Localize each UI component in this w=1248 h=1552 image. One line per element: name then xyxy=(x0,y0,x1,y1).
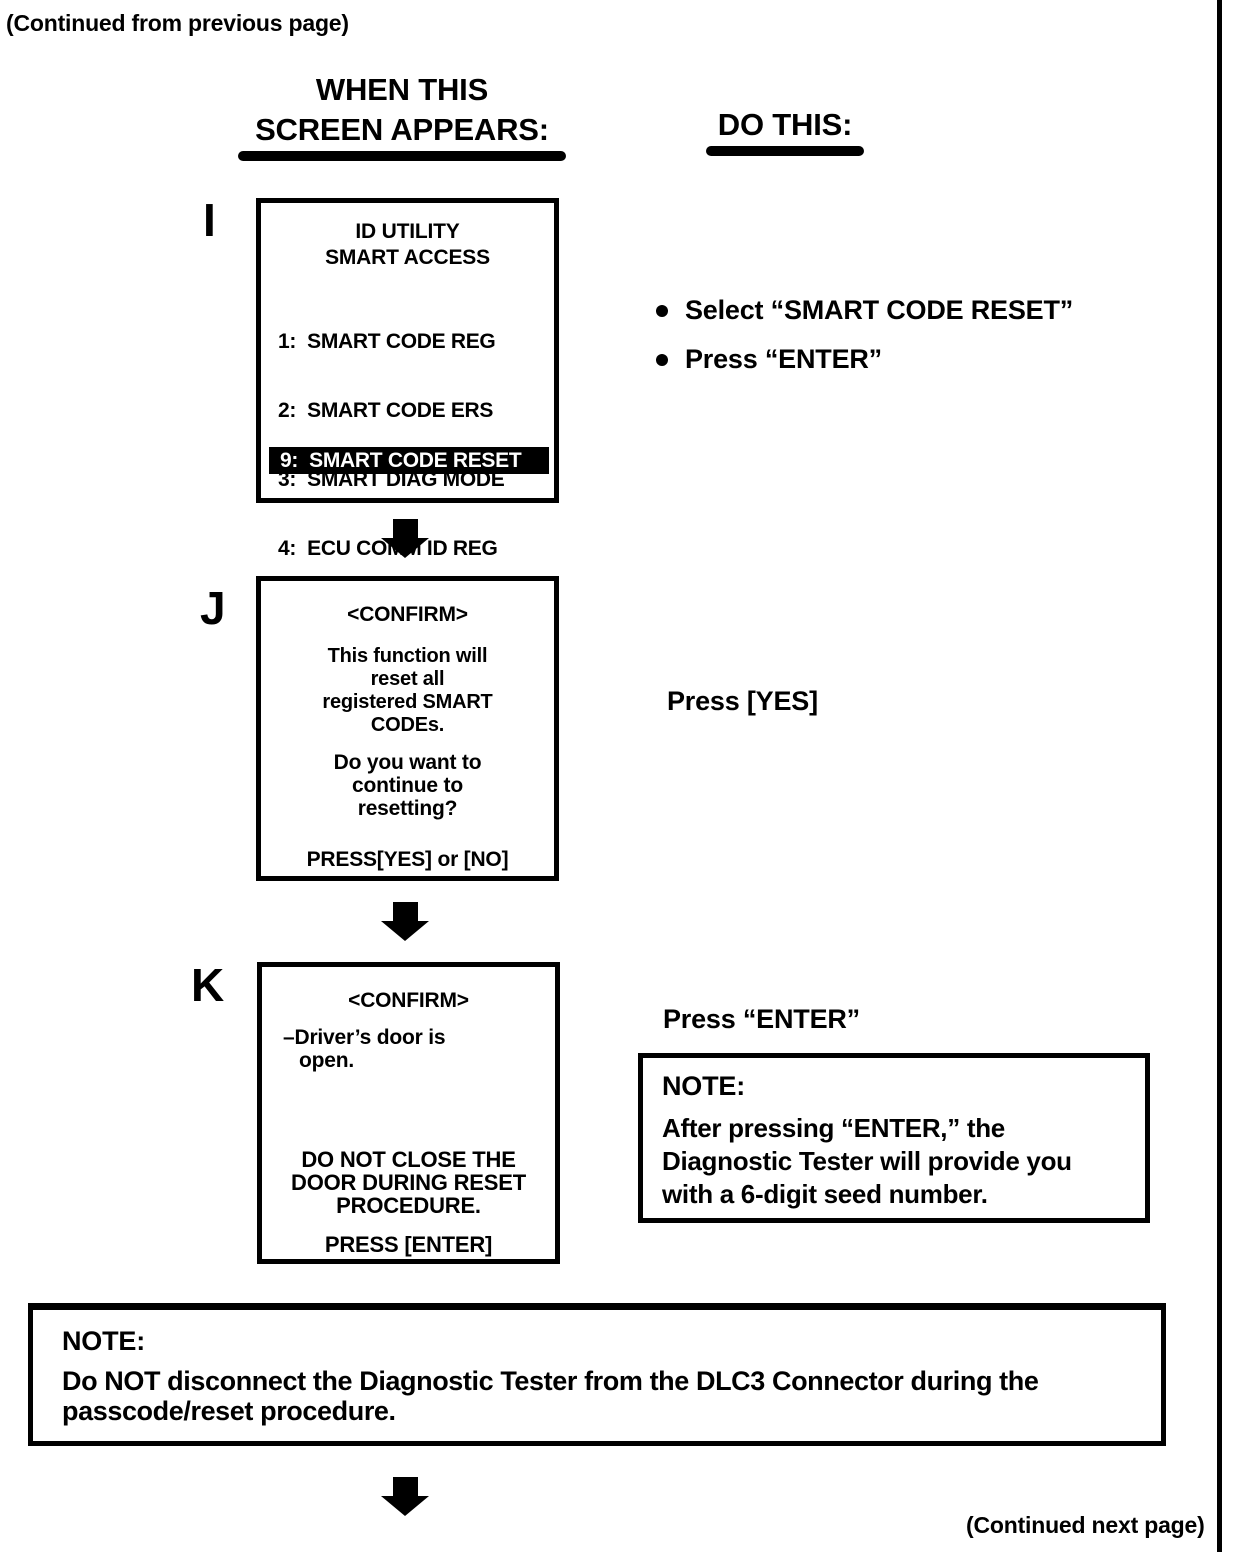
step-label-j: J xyxy=(200,582,226,634)
screen-footer: PRESS[YES] or [NO] xyxy=(306,848,509,871)
step-label-i: I xyxy=(203,194,216,246)
instruction-press-enter: Press “ENTER” xyxy=(663,1004,860,1034)
instruction-text: Press “ENTER” xyxy=(685,344,882,374)
question-line: resetting? xyxy=(357,797,458,820)
continued-next-label: (Continued next page) xyxy=(966,1512,1205,1538)
header-line: DO THIS: xyxy=(717,107,853,142)
menu-item: 2: SMART CODE ERS xyxy=(278,399,494,422)
step-i-instructions: Select “SMART CODE RESET” Press “ENTER” xyxy=(656,294,1073,392)
highlighted-menu-item: 9: SMART CODE RESET xyxy=(269,447,549,474)
instruction-text: Select “SMART CODE RESET” xyxy=(685,295,1074,325)
down-arrow-icon xyxy=(381,519,429,558)
note-title: NOTE: xyxy=(662,1071,745,1101)
warning-line: PROCEDURE. xyxy=(336,1193,481,1218)
header-line: WHEN THIS xyxy=(315,72,489,107)
note-box-seed-number: NOTE: After pressing “ENTER,” the Diagno… xyxy=(638,1053,1150,1223)
note-box-do-not-disconnect: NOTE: Do NOT disconnect the Diagnostic T… xyxy=(28,1303,1166,1446)
door-status-message: –Driver’s door is open. xyxy=(262,1026,555,1072)
question-line: Do you want to xyxy=(333,751,482,774)
menu-item: 1: SMART CODE REG xyxy=(278,330,496,353)
note-line: Diagnostic Tester will provide you xyxy=(662,1146,1072,1176)
instruction-bullet: Select “SMART CODE RESET” xyxy=(656,294,1073,327)
confirm-heading: <CONFIRM> xyxy=(347,603,468,626)
step-label-k: K xyxy=(191,959,225,1011)
header-line: SCREEN APPEARS: xyxy=(255,112,549,147)
note-line: with a 6-digit seed number. xyxy=(662,1179,988,1209)
down-arrow-icon xyxy=(381,1477,429,1516)
instruction-bullet: Press “ENTER” xyxy=(656,343,1073,376)
screen-title-line: ID UTILITY xyxy=(355,220,460,243)
bullet-icon xyxy=(656,305,668,317)
message-line: CODEs. xyxy=(370,714,445,736)
message-line: This function will xyxy=(327,645,488,667)
note-title: NOTE: xyxy=(62,1326,145,1356)
continued-from-label: (Continued from previous page) xyxy=(6,10,349,36)
header-underline xyxy=(238,151,566,161)
page-edge-line xyxy=(1217,0,1222,1552)
column-header-when-this-screen: WHEN THIS SCREEN APPEARS: xyxy=(238,70,566,161)
note-body: After pressing “ENTER,” the Diagnostic T… xyxy=(662,1112,1137,1211)
screen-message: This function will reset all registered … xyxy=(261,645,554,737)
screen-question: Do you want to continue to resetting? xyxy=(261,751,554,820)
confirm-heading: <CONFIRM> xyxy=(348,989,469,1012)
warning-line: DOOR DURING RESET xyxy=(291,1170,526,1195)
note-body: Do NOT disconnect the Diagnostic Tester … xyxy=(62,1366,1161,1426)
tester-screen-i: ID UTILITY SMART ACCESS 1: SMART CODE RE… xyxy=(256,198,559,560)
note-line: passcode/reset procedure. xyxy=(62,1396,396,1426)
message-line: registered SMART xyxy=(322,691,493,713)
note-line: After pressing “ENTER,” the xyxy=(662,1113,1005,1143)
instruction-press-yes: Press [YES] xyxy=(667,686,818,716)
column-header-do-this: DO THIS: xyxy=(706,105,864,156)
header-underline xyxy=(706,146,864,156)
screen-footer: PRESS [ENTER] xyxy=(324,1232,493,1257)
door-status-line: –Driver’s door is xyxy=(283,1026,446,1049)
screen-title: ID UTILITY SMART ACCESS xyxy=(261,219,554,271)
message-line: reset all xyxy=(370,668,445,690)
screen-warning: DO NOT CLOSE THE DOOR DURING RESET PROCE… xyxy=(262,1148,555,1217)
question-line: continue to xyxy=(352,774,463,797)
screen-title-line: SMART ACCESS xyxy=(325,246,490,269)
note-line: Do NOT disconnect the Diagnostic Tester … xyxy=(62,1366,1039,1396)
door-status-line: open. xyxy=(299,1049,354,1072)
warning-line: DO NOT CLOSE THE xyxy=(301,1147,516,1172)
tester-screen-j: <CONFIRM> This function will reset all r… xyxy=(256,576,559,881)
down-arrow-icon xyxy=(381,902,429,941)
tester-screen-k: <CONFIRM> –Driver’s door is open. DO NOT… xyxy=(257,962,560,1264)
bullet-icon xyxy=(656,354,668,366)
